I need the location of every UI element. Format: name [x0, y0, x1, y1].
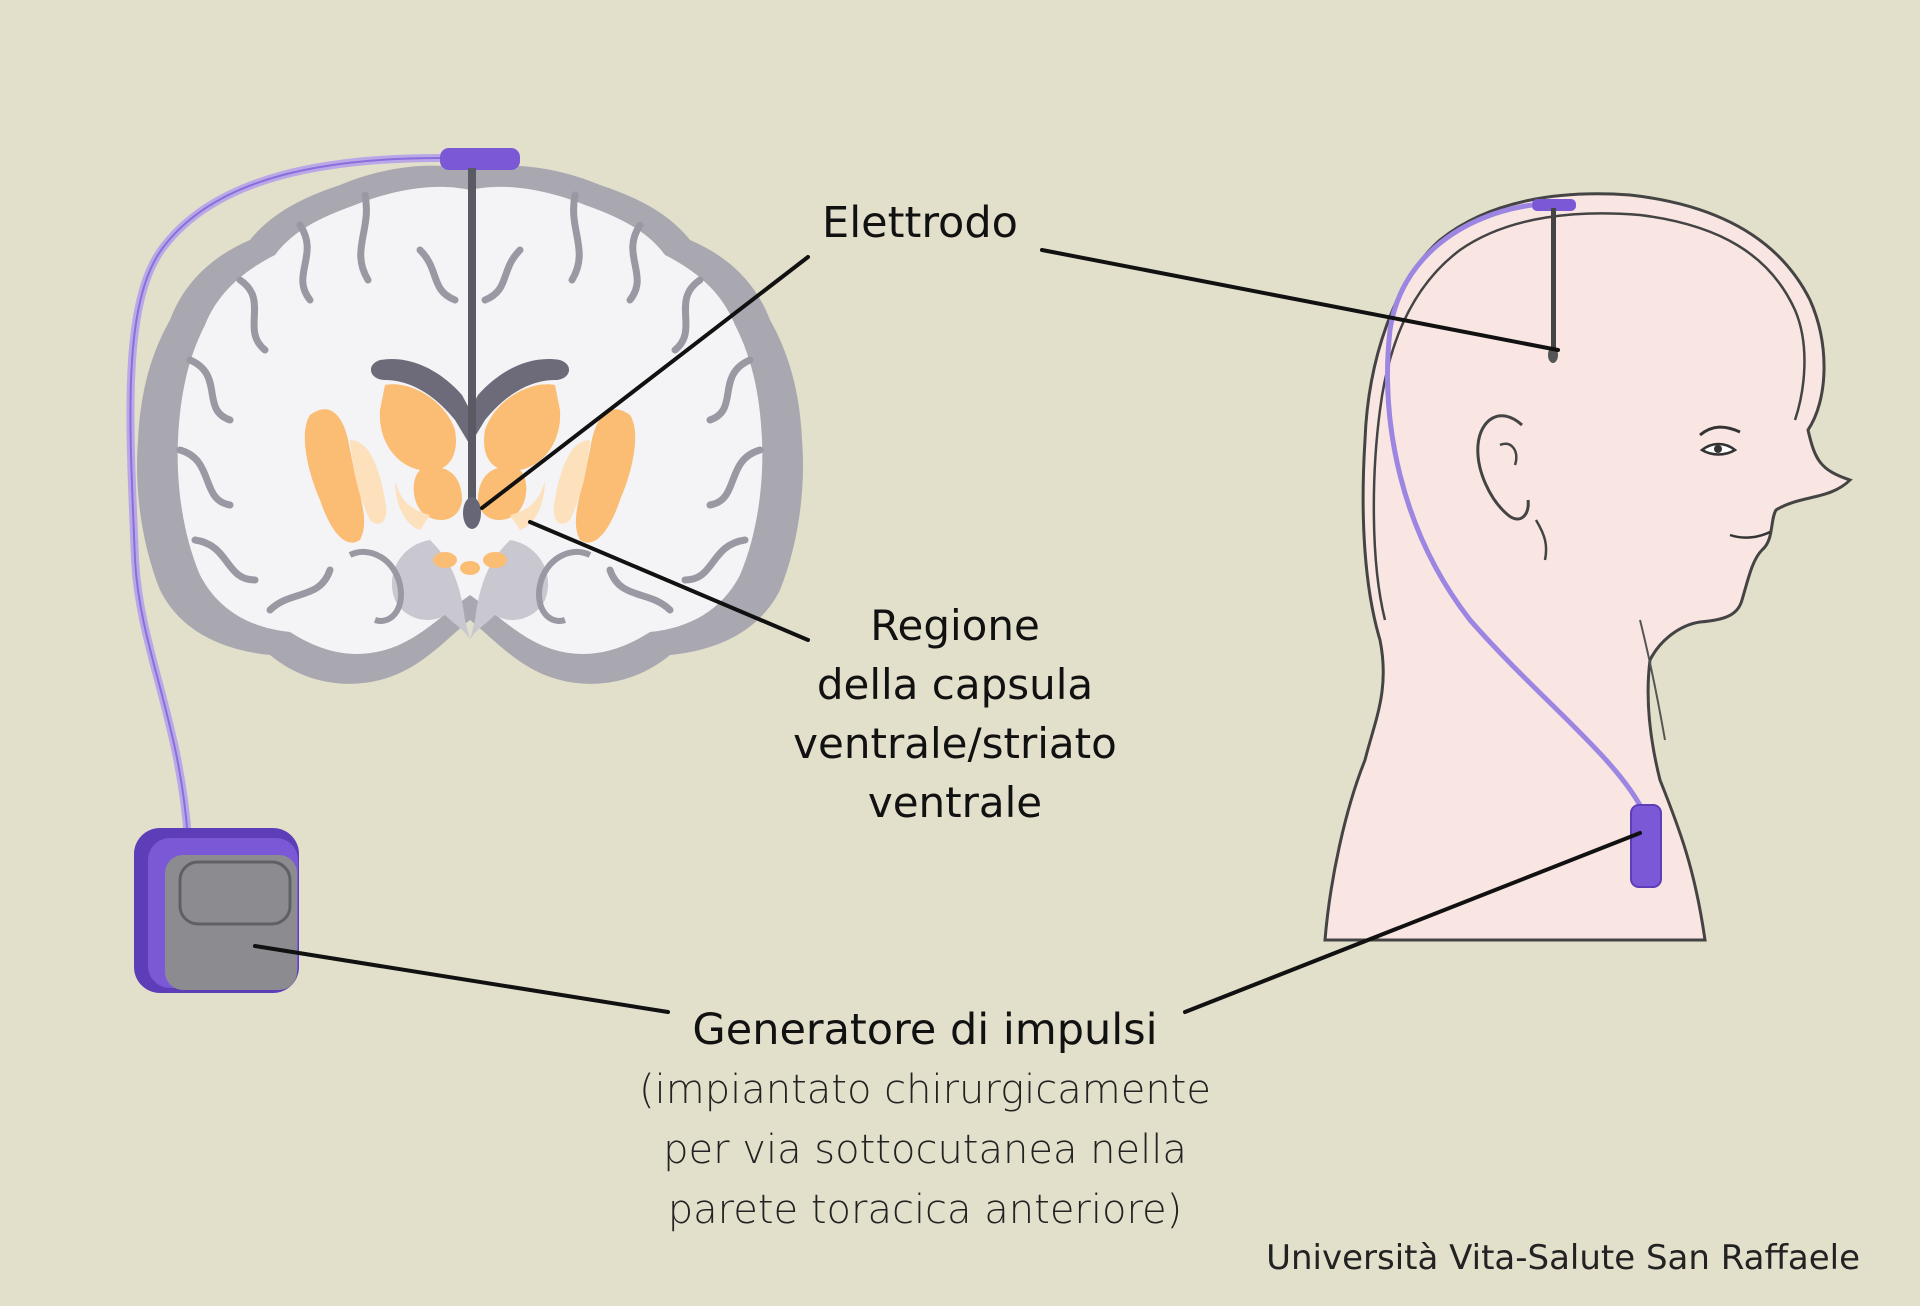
brainstem	[391, 540, 549, 640]
region-line-3: ventrale/striato	[793, 719, 1117, 768]
head-burr-cap	[1532, 199, 1576, 211]
brain-sulci	[176, 191, 764, 614]
deep-nuclei	[304, 384, 636, 543]
generator-desc-line-3: parete toracica anteriore)	[667, 1187, 1183, 1233]
chest-generator	[1630, 804, 1662, 888]
leader-electrode-head	[1040, 248, 1560, 352]
temporal-sulci	[348, 548, 592, 624]
region-line-1: Regione	[870, 601, 1040, 650]
electrode-lead	[468, 168, 476, 503]
region-line-2: della capsula	[816, 660, 1094, 709]
credit-text: Università Vita-Salute San Raffaele	[1266, 1238, 1860, 1278]
generator-description: (impiantato chirurgicamente per via sott…	[590, 1060, 1260, 1240]
eyebrow	[1699, 425, 1741, 437]
region-label: Regione della capsula ventrale/striato v…	[770, 596, 1140, 832]
pupil	[1714, 445, 1722, 453]
leader-generator-left	[253, 944, 670, 1014]
skull-inner	[1372, 212, 1806, 621]
skin-silhouette	[1323, 192, 1853, 942]
leader-lines	[253, 248, 1642, 1014]
extension-cable-core	[129, 157, 441, 841]
leader-region	[528, 520, 810, 642]
mouth	[1729, 530, 1771, 539]
lateral-ventricles	[370, 359, 570, 445]
ear-detail	[1499, 442, 1518, 466]
neck-line	[1639, 619, 1666, 741]
head-electrode-lead	[1551, 208, 1556, 356]
region-line-4: ventrale	[867, 778, 1043, 827]
generator-label: Generatore di impulsi (impiantato chirur…	[590, 1000, 1260, 1240]
electrode-label: Elettrodo	[822, 198, 1018, 248]
leader-electrode-brain	[480, 255, 810, 510]
subthalamic-spots	[433, 552, 507, 575]
leader-generator-right	[1183, 831, 1642, 1014]
generator-desc-line-1: (impiantato chirurgicamente	[639, 1067, 1211, 1113]
ear	[1476, 414, 1530, 521]
internal-capsule	[350, 440, 590, 530]
jaw-line	[1534, 519, 1548, 561]
burr-hole-cap	[440, 148, 520, 170]
pulse-generator	[134, 828, 299, 993]
brain-coronal-section	[126, 148, 804, 841]
generator-desc-line-2: per via sottocutanea nella	[663, 1127, 1187, 1173]
head-profile	[1323, 192, 1853, 942]
head-extension-cable	[1385, 202, 1648, 817]
generator-title: Generatore di impulsi	[692, 1005, 1158, 1055]
electrode-tip	[463, 497, 481, 529]
